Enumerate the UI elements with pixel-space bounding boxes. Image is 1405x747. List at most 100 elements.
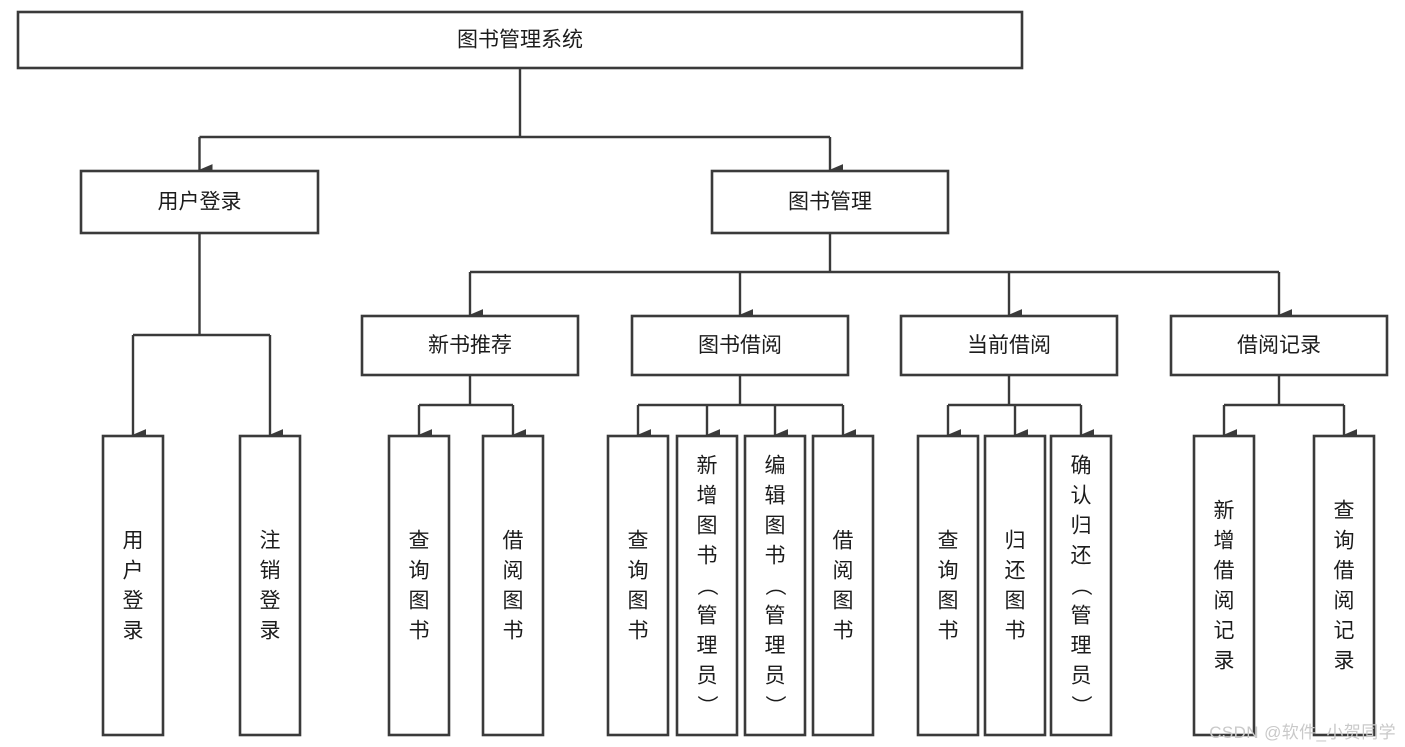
leaf-node-leaf-edit-book-admin-label-char: 图	[765, 515, 786, 538]
leaf-node-leaf-query-borrow-record-label-char: 询	[1334, 530, 1355, 553]
leaf-node-leaf-add-borrow-record-label-char: 借	[1214, 560, 1235, 583]
node-book-management[interactable]: 图书管理	[710, 169, 950, 235]
leaf-node-leaf-borrow-book-box	[811, 434, 875, 737]
node-current-borrow-box	[899, 314, 1119, 377]
leaf-node-leaf-edit-book-admin-label-char: 辑	[765, 485, 786, 508]
leaf-node-leaf-return-book-box	[983, 434, 1047, 737]
leaf-node-leaf-borrow-book-recommend-box	[481, 434, 545, 737]
node-user-login-box	[79, 169, 320, 235]
leaf-node-leaf-add-book-admin-label-char: ）	[695, 695, 718, 716]
leaf-node-leaf-borrow-book-recommend-label-char: 借	[503, 530, 524, 553]
leaf-node-leaf-return-book-label-char: 归	[1005, 530, 1026, 553]
leaf-node-leaf-add-book-admin-label-char: 书	[697, 545, 718, 568]
leaf-node-leaf-user-login-label-char: 用	[123, 530, 144, 553]
leaf-node-leaf-logout-label-char: 录	[260, 620, 281, 643]
leaf-node-leaf-borrow-book-label-char: 图	[833, 590, 854, 613]
leaf-node-leaf-add-book-admin-box	[675, 434, 739, 737]
leaf-node-leaf-borrow-book-label-char: 书	[833, 620, 854, 643]
leaf-node-leaf-query-book-borrow-label-char: 询	[628, 560, 649, 583]
node-user-login[interactable]: 用户登录	[79, 169, 320, 235]
node-book-borrow[interactable]: 图书借阅	[630, 314, 850, 377]
root-node-root[interactable]: 图书管理系统	[16, 10, 1024, 70]
leaf-node-leaf-user-login[interactable]: 用户登录	[101, 434, 165, 737]
node-new-book-recommend-box	[360, 314, 580, 377]
leaf-node-leaf-add-book-admin-label-char: 理	[697, 635, 718, 658]
leaf-node-leaf-add-borrow-record-label-char: 录	[1214, 650, 1235, 673]
leaf-node-leaf-add-borrow-record-label-char: 增	[1214, 530, 1235, 553]
leaf-node-leaf-query-borrow-record-label-char: 阅	[1334, 590, 1355, 613]
leaf-node-leaf-query-book-borrow-label-char: 书	[628, 620, 649, 643]
leaf-node-leaf-confirm-return-admin-box	[1049, 434, 1113, 737]
node-current-borrow-label: 当前借阅	[967, 334, 1051, 357]
leaf-node-leaf-edit-book-admin-label-char: 理	[765, 635, 786, 658]
leaf-node-leaf-query-borrow-record-label-char: 录	[1334, 650, 1355, 673]
leaf-node-leaf-query-book-borrow-label-char: 查	[628, 530, 649, 553]
leaf-node-leaf-query-book-borrow-box	[606, 434, 670, 737]
node-current-borrow[interactable]: 当前借阅	[899, 314, 1119, 377]
leaf-node-leaf-query-book-borrow-label-char: 图	[628, 590, 649, 613]
node-book-borrow-label: 图书借阅	[698, 334, 782, 357]
leaf-node-leaf-query-book-recommend-label-char: 询	[409, 560, 430, 583]
leaf-node-leaf-edit-book-admin-label-char: 管	[765, 605, 786, 628]
leaf-node-leaf-edit-book-admin-label-char: （	[763, 575, 786, 596]
leaf-node-leaf-borrow-book-label-char: 借	[833, 530, 854, 553]
leaf-node-leaf-add-borrow-record-label-char: 新	[1214, 500, 1235, 523]
leaf-node-leaf-edit-book-admin-label-char: 书	[765, 545, 786, 568]
node-book-borrow-box	[630, 314, 850, 377]
leaf-node-leaf-return-book-label-char: 图	[1005, 590, 1026, 613]
leaf-node-leaf-logout-label-char: 注	[260, 530, 281, 553]
node-layer: 图书管理系统用户登录图书管理新书推荐图书借阅当前借阅借阅记录用户登录注销登录查询…	[16, 10, 1389, 737]
leaf-node-leaf-user-login-label-char: 登	[123, 590, 144, 613]
root-node-root-label: 图书管理系统	[457, 29, 583, 52]
leaf-node-leaf-confirm-return-admin-label-char: （	[1069, 575, 1092, 596]
root-node-root-box	[16, 10, 1024, 70]
node-new-book-recommend-label: 新书推荐	[428, 334, 512, 357]
node-book-management-label: 图书管理	[788, 191, 872, 214]
leaf-node-leaf-query-book-current-label-char: 图	[938, 590, 959, 613]
leaf-node-leaf-add-borrow-record-box	[1192, 434, 1256, 737]
leaf-node-leaf-add-borrow-record-label-char: 记	[1214, 620, 1235, 643]
leaf-node-leaf-query-borrow-record-box	[1312, 434, 1376, 737]
leaf-node-leaf-edit-book-admin-label-char: ）	[763, 695, 786, 716]
leaf-node-leaf-confirm-return-admin-label-char: 理	[1071, 635, 1092, 658]
leaf-node-leaf-query-borrow-record-label-char: 借	[1334, 560, 1355, 583]
leaf-node-leaf-query-book-recommend-box	[387, 434, 451, 737]
csdn-watermark: CSDN @软件_小贺同学	[1209, 723, 1396, 742]
node-borrow-record-box	[1169, 314, 1389, 377]
leaf-node-leaf-borrow-book-label-char: 阅	[833, 560, 854, 583]
leaf-node-leaf-add-book-admin-label-char: 管	[697, 605, 718, 628]
leaf-node-leaf-add-book-admin-label-char: 增	[697, 485, 718, 508]
node-book-management-box	[710, 169, 950, 235]
leaf-node-leaf-query-book-current-label-char: 查	[938, 530, 959, 553]
leaf-node-leaf-return-book-label-char: 书	[1005, 620, 1026, 643]
leaf-node-leaf-add-book-admin-label-char: 新	[697, 455, 718, 478]
node-new-book-recommend[interactable]: 新书推荐	[360, 314, 580, 377]
leaf-node-leaf-logout-label-char: 销	[260, 560, 281, 583]
leaf-node-leaf-confirm-return-admin-label-char: 认	[1071, 485, 1092, 508]
leaf-node-leaf-borrow-book-recommend-label-char: 阅	[503, 560, 524, 583]
node-user-login-label: 用户登录	[158, 191, 242, 214]
leaf-node-leaf-confirm-return-admin-label-char: ）	[1069, 695, 1092, 716]
leaf-node-leaf-add-book-admin-label-char: 图	[697, 515, 718, 538]
node-borrow-record[interactable]: 借阅记录	[1169, 314, 1389, 377]
leaf-node-leaf-query-book-recommend-label-char: 查	[409, 530, 430, 553]
leaf-node-leaf-confirm-return-admin-label-char: 员	[1071, 665, 1092, 688]
leaf-node-leaf-add-book-admin-label-char: （	[695, 575, 718, 596]
leaf-node-leaf-borrow-book-recommend-label-char: 图	[503, 590, 524, 613]
leaf-node-leaf-edit-book-admin-box	[743, 434, 807, 737]
leaf-node-leaf-query-borrow-record-label-char: 查	[1334, 500, 1355, 523]
leaf-node-leaf-user-login-label-char: 录	[123, 620, 144, 643]
node-borrow-record-label: 借阅记录	[1237, 334, 1321, 357]
